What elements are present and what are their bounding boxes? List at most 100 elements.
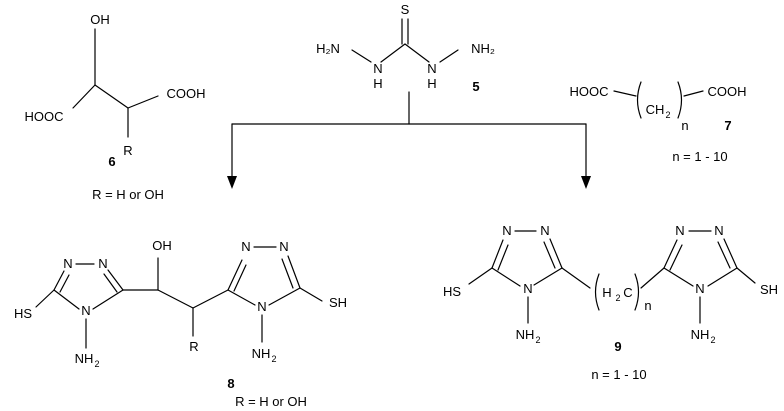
c8-right-c-n4-bond xyxy=(268,287,301,306)
c9-left-bracket xyxy=(594,273,600,311)
c9-right-n2: N xyxy=(714,223,723,238)
c9-left-n2-c-bond-a xyxy=(549,238,563,269)
c8-left-n2: N xyxy=(98,256,107,271)
c9-h2c-subscript: 2 xyxy=(615,293,620,303)
c7-ch2-label: CH xyxy=(646,102,665,117)
c9-right-c-n4-bond xyxy=(707,267,738,287)
c5-h-right-label: H xyxy=(427,76,436,91)
c8-right-c-n-bond-b xyxy=(233,264,247,292)
c8-left-nh2-subscript: 2 xyxy=(94,359,99,369)
compound-8-bis-triazole: N N N HS NH 2 OH R N N N SH xyxy=(14,238,347,409)
c8-chain-bond-2 xyxy=(157,289,194,309)
c8-right-n2: N xyxy=(279,239,288,254)
c6-compound-number: 6 xyxy=(108,154,115,169)
c9-h2c-carbon: C xyxy=(623,285,632,300)
c9-hs-label: HS xyxy=(443,284,461,299)
c6-oh-label: OH xyxy=(90,12,110,27)
c9-left-n4-c-bond xyxy=(491,267,521,287)
c8-hs-label: HS xyxy=(14,306,32,321)
c9-sh-label: SH xyxy=(760,282,778,297)
c9-right-c-n-bond-b xyxy=(669,244,683,271)
c7-compound-number: 7 xyxy=(724,118,731,133)
c7-cooh-label: COOH xyxy=(708,84,747,99)
c8-right-nh2-label: NH xyxy=(252,346,271,361)
c7-right-bracket xyxy=(677,81,683,119)
c9-right-n2-c-bond-b xyxy=(717,241,731,269)
c8-right-n2-c-bond-b xyxy=(281,258,294,289)
c8-right-nh2-subscript: 2 xyxy=(271,354,276,364)
c9-h2c-label: H xyxy=(602,285,611,300)
c9-left-c-sh-bond xyxy=(468,267,493,285)
c9-right-n4-c-bond xyxy=(663,267,694,287)
c9-right-n2-c-bond-a xyxy=(723,238,738,269)
arrow-left-head xyxy=(227,176,237,189)
c8-left-n4: N xyxy=(81,303,90,318)
c8-r-label: R xyxy=(189,339,198,354)
c9-left-c-n1-bond-a xyxy=(491,239,504,269)
c8-left-c-sh-bond xyxy=(35,289,55,308)
c5-c-n-left-bond xyxy=(380,43,406,63)
c8-left-n2-c-bond-a xyxy=(107,269,124,291)
c8-right-n1: N xyxy=(241,239,250,254)
c8-left-c-n1-bond-b xyxy=(59,274,70,293)
c8-right-n4: N xyxy=(257,299,266,314)
c6-backbone-left xyxy=(72,84,96,109)
c9-n-repeat-label: n xyxy=(644,298,651,313)
c9-right-c-sh-bond xyxy=(736,267,756,284)
reaction-arrows xyxy=(227,91,591,189)
c6-hooc-label: HOOC xyxy=(25,109,64,124)
c6-cooh-label: COOH xyxy=(167,86,206,101)
c9-left-nh2-label: NH xyxy=(516,327,535,342)
c9-chain-left-bond xyxy=(561,267,591,289)
compound-6-hydroxysuccinic-acid: OH HOOC COOH R 6 R = H or OH xyxy=(25,12,206,202)
c7-left-bond xyxy=(613,90,637,97)
c8-sh-label: SH xyxy=(329,295,347,310)
c8-left-c-n4-bond xyxy=(92,289,124,310)
c5-n-left-label: N xyxy=(373,61,382,76)
c5-compound-number: 5 xyxy=(472,79,479,94)
c8-substituent-note: R = H or OH xyxy=(235,394,307,409)
c9-left-nh2-subscript: 2 xyxy=(535,335,540,345)
c5-h-left-label: H xyxy=(373,76,382,91)
c8-right-n4-c-bond xyxy=(227,289,256,306)
c9-chain-right-bond xyxy=(640,267,665,289)
c9-left-n2-c-bond-b xyxy=(543,241,556,269)
compound-9-bis-triazole-alkane: N N N HS NH 2 H 2 C n N N N SH xyxy=(443,223,778,382)
c8-right-c-n-bond-a xyxy=(227,259,243,291)
c5-nh2-left-label: H₂N xyxy=(316,41,340,56)
c5-n-right-label: N xyxy=(427,61,436,76)
c5-n-nh2-left-bond xyxy=(351,49,372,63)
c8-right-n2-c-bond-a xyxy=(287,255,301,289)
c9-right-nh2-subscript: 2 xyxy=(710,335,715,345)
c6-substituent-note: R = H or OH xyxy=(92,187,164,202)
c6-r-label: R xyxy=(123,143,132,158)
c7-ch2-subscript: 2 xyxy=(665,110,670,120)
c7-range-note: n = 1 - 10 xyxy=(672,149,727,164)
c7-n-repeat-label: n xyxy=(681,118,688,133)
c9-left-c-n1-bond-b xyxy=(497,244,509,271)
c9-right-n1: N xyxy=(675,223,684,238)
c9-range-note: n = 1 - 10 xyxy=(591,367,646,382)
c8-left-nh2-label: NH xyxy=(75,351,94,366)
arrow-right-head xyxy=(581,176,591,189)
c5-c-n-right-bond xyxy=(404,43,430,63)
c5-sulfur-label: S xyxy=(401,2,410,17)
c6-backbone-right xyxy=(127,95,159,109)
c8-right-c-sh-bond xyxy=(299,287,323,302)
c9-right-n4: N xyxy=(695,281,704,296)
c5-n-nh2-right-bond xyxy=(439,49,459,63)
c9-right-nh2-label: NH xyxy=(691,327,710,342)
c9-left-n4: N xyxy=(523,281,532,296)
c8-oh-label: OH xyxy=(152,238,172,253)
compound-7-dicarboxylic-acid: HOOC CH 2 n COOH 7 n = 1 - 10 xyxy=(570,81,747,164)
c8-chain-bond-3 xyxy=(192,289,229,309)
c7-right-bond xyxy=(683,90,704,97)
c7-hooc-label: HOOC xyxy=(570,84,609,99)
c9-left-c-n4-bond xyxy=(533,267,563,286)
c7-left-bracket xyxy=(636,81,642,119)
c8-left-c-n1-bond-a xyxy=(53,270,65,291)
c8-left-n4-c-bond xyxy=(53,289,80,310)
c9-right-bracket xyxy=(634,273,640,311)
c5-nh2-right-label: NH₂ xyxy=(471,41,495,56)
